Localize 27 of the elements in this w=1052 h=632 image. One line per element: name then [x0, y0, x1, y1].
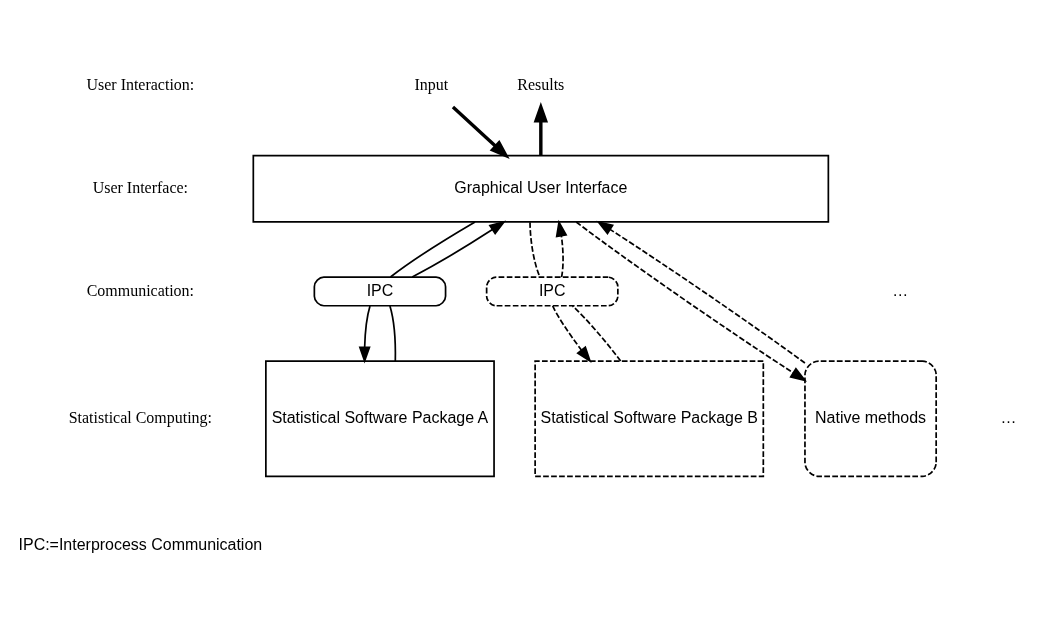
label: User Interface: [92, 179, 189, 197]
node-box: Graphical User Interface [252, 154, 830, 223]
node-text: Input [414, 76, 449, 94]
label: … [1000, 408, 1017, 426]
connector [389, 305, 397, 362]
label: Statistical Computing: [68, 408, 212, 426]
arrow [533, 101, 549, 156]
connector [529, 221, 541, 278]
connector [389, 221, 476, 278]
arrow [358, 305, 371, 364]
node-box: Statistical Software Package B [534, 360, 765, 478]
node-box: Native methods [804, 360, 938, 478]
arrow [596, 220, 806, 364]
arrow [551, 305, 592, 364]
connector [571, 305, 622, 362]
label: Communication: [86, 281, 195, 299]
node-box: IPC [313, 276, 447, 307]
node-box: Statistical Software Package A [265, 360, 495, 478]
arrow [575, 221, 808, 382]
arrow [411, 220, 507, 278]
arrow [451, 105, 510, 160]
label: … [892, 281, 909, 299]
label: User Interaction: [86, 76, 195, 94]
label: IPC:=Interprocess Communication [18, 536, 263, 554]
node-box: IPC [485, 276, 619, 307]
node-text: Results [517, 76, 565, 94]
arrow [555, 219, 568, 278]
